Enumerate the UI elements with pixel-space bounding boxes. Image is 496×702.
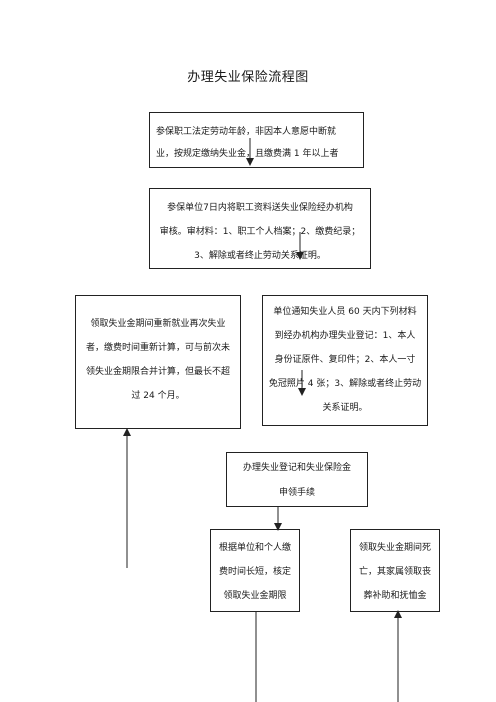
box-line: 申领手续 <box>278 488 315 498</box>
box-line: 身份证原件、复印件；2、本人一寸 <box>274 355 416 365</box>
box-line: 过 24 个月。 <box>131 391 185 401</box>
box-line: 业，按规定缴纳失业金，且缴费满 1 年以上者 <box>156 149 339 159</box>
box-line: 参保职工法定劳动年龄，非因本人意愿中断就 <box>156 127 337 137</box>
box-line: 审核。审材料：1、职工个人档案；2、缴费纪录； <box>159 227 361 237</box>
box-notify-register: 单位通知失业人员 60 天内下列材料 到经办机构办理失业登记：1、本人 身份证原… <box>262 295 428 426</box>
box-line: 免冠照片 4 张；3、解除或者终止劳动 <box>268 379 422 389</box>
box-line: 亡，其家属领取丧 <box>358 567 431 577</box>
box-line: 参保单位7日内将职工资料送失业保险经办机构 <box>167 203 353 213</box>
box-reemployment: 领取失业金期间重新就业再次失业 者，缴费时间重新计算，可与前次未 领失业金期限合… <box>75 295 241 429</box>
box-apply: 办理失业登记和失业保险金 申领手续 <box>226 452 368 507</box>
box-line: 3、解除或者终止劳动关系证明。 <box>194 251 326 261</box>
box-line: 根据单位和个人缴 <box>218 543 291 553</box>
box-duration: 根据单位和个人缴 费时间长短，核定 领取失业金期限 <box>210 529 300 612</box>
box-line: 办理失业登记和失业保险金 <box>242 463 351 473</box>
box-eligibility: 参保职工法定劳动年龄，非因本人意愿中断就 业，按规定缴纳失业金，且缴费满 1 年… <box>149 112 364 168</box>
box-line: 领失业金期限合并计算，但最长不超 <box>85 367 230 377</box>
box-line: 到经办机构办理失业登记：1、本人 <box>274 331 416 341</box>
box-line: 领取失业金期限 <box>223 591 287 601</box>
page-title: 办理失业保险流程图 <box>187 70 309 85</box>
box-line: 领取失业金期间死 <box>358 543 431 553</box>
box-line: 关系证明。 <box>322 403 368 413</box>
box-line: 葬补助和抚恤金 <box>363 591 427 601</box>
box-line: 费时间长短，核定 <box>218 567 291 577</box>
box-line: 者，缴费时间重新计算，可与前次未 <box>85 343 230 353</box>
box-submit-materials: 参保单位7日内将职工资料送失业保险经办机构 审核。审材料：1、职工个人档案；2、… <box>149 188 371 269</box>
box-line: 单位通知失业人员 60 天内下列材料 <box>273 307 417 317</box>
box-line: 领取失业金期间重新就业再次失业 <box>90 319 226 329</box>
